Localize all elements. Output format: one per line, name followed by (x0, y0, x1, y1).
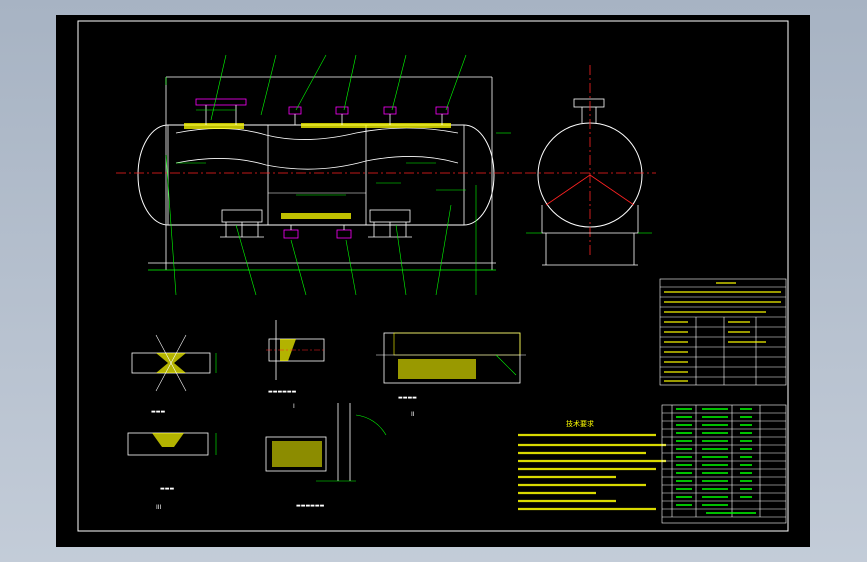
svg-text:▬▬▬: ▬▬▬ (151, 409, 165, 415)
parts-list (661, 404, 787, 524)
svg-text:▬▬▬▬: ▬▬▬▬ (398, 395, 417, 401)
vessel-side-view (116, 54, 526, 296)
sheet-border (77, 20, 789, 532)
detail-i-label: I (293, 403, 295, 410)
detail-ii-label: II (411, 411, 415, 418)
detail-weld-2: ▬▬▬ (127, 432, 217, 492)
technical-requirements: 技术要求 (518, 419, 666, 511)
tech-req-title: 技术要求 (566, 419, 594, 428)
detail-ii: ▬▬▬▬ II (376, 332, 526, 418)
drawing-sheet: ▬▬▬ ▬▬▬ ▬▬▬▬▬▬ I ▬▬▬▬ II ▬▬▬▬▬▬ III (56, 15, 810, 547)
vessel-end-view (526, 65, 656, 266)
detail-iii: ▬▬▬▬▬▬ III (156, 403, 387, 511)
svg-text:▬▬▬▬▬▬: ▬▬▬▬▬▬ (296, 503, 325, 509)
svg-text:▬▬▬▬▬▬: ▬▬▬▬▬▬ (268, 389, 297, 395)
cad-drawing: ▬▬▬ ▬▬▬ ▬▬▬▬▬▬ I ▬▬▬▬ II ▬▬▬▬▬▬ III (77, 20, 789, 532)
design-data-table (659, 278, 787, 386)
detail-iii-label: III (156, 504, 162, 511)
detail-i: ▬▬▬▬▬▬ I (266, 320, 326, 410)
detail-weld-1: ▬▬▬ (131, 334, 217, 415)
svg-text:▬▬▬: ▬▬▬ (160, 486, 174, 492)
